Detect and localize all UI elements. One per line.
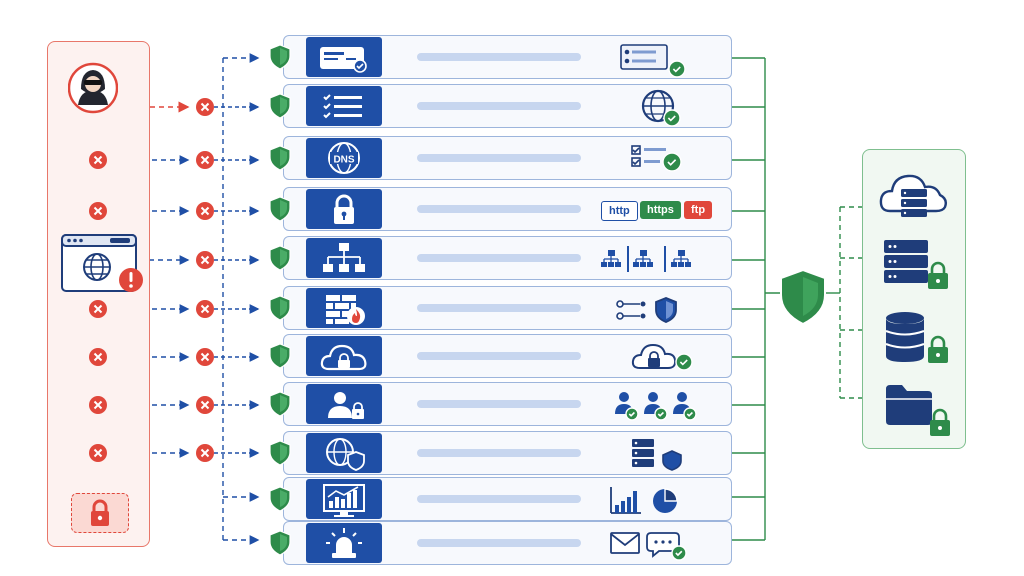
blocked-x-icon bbox=[89, 202, 107, 220]
checklist-card-icon bbox=[620, 44, 686, 78]
hacker-avatar-icon bbox=[68, 62, 118, 114]
dns-label: DNS bbox=[333, 155, 354, 166]
shield-icon bbox=[780, 268, 826, 326]
blocked-markers bbox=[89, 98, 214, 462]
row-shield-icon bbox=[269, 295, 291, 321]
padlock-icon bbox=[306, 189, 382, 229]
analytics-monitor-icon bbox=[306, 479, 382, 519]
user-lock-icon bbox=[306, 384, 382, 424]
row-shield-icon bbox=[269, 44, 291, 70]
cloud-server-icon bbox=[879, 174, 948, 217]
blocked-x-icon bbox=[89, 348, 107, 366]
blocked-x-icon bbox=[89, 151, 107, 169]
blocked-x-icon bbox=[196, 98, 214, 116]
dns-globe-icon: DNS bbox=[306, 138, 382, 178]
checklist-icon bbox=[306, 86, 382, 126]
placeholder-bar bbox=[417, 539, 581, 547]
firewall-icon bbox=[306, 288, 382, 328]
placeholder-bar bbox=[417, 495, 581, 503]
folder-lock-icon bbox=[886, 385, 950, 436]
alarm-siren-icon bbox=[306, 523, 382, 563]
row-shield-icon bbox=[269, 245, 291, 271]
row-shield-icon bbox=[269, 440, 291, 466]
placeholder-bar bbox=[417, 53, 581, 61]
placeholder-bar bbox=[417, 352, 581, 360]
blocked-x-icon bbox=[196, 396, 214, 414]
blocked-x-icon bbox=[196, 151, 214, 169]
network-segments-icon bbox=[601, 246, 691, 272]
placeholder-bar bbox=[417, 304, 581, 312]
threat-panel bbox=[47, 41, 150, 547]
globe-icon bbox=[641, 89, 681, 127]
server-rack-lock-icon bbox=[884, 240, 948, 289]
compromised-browser-icon bbox=[61, 234, 143, 292]
placeholder-bar bbox=[417, 102, 581, 110]
placeholder-bar bbox=[417, 400, 581, 408]
checkbox-list-icon bbox=[631, 145, 682, 172]
protocol-ftp-badge: ftp bbox=[684, 201, 713, 219]
verified-users-icon bbox=[615, 392, 697, 421]
row-shield-icon bbox=[269, 391, 291, 417]
blocked-x-icon bbox=[89, 396, 107, 414]
blocked-x-icon bbox=[196, 251, 214, 269]
placeholder-bar bbox=[417, 254, 581, 262]
blocked-x-icon bbox=[196, 300, 214, 318]
protocol-https-badge: https bbox=[640, 201, 681, 219]
database-lock-icon bbox=[885, 312, 948, 363]
row-shield-icon bbox=[269, 343, 291, 369]
row-shield-icon bbox=[269, 486, 291, 512]
row-shield-icon bbox=[269, 196, 291, 222]
credential-card-icon bbox=[306, 37, 382, 77]
row-shield-icon bbox=[269, 93, 291, 119]
locked-padlock-icon bbox=[91, 499, 109, 526]
protocol-http-badge: http bbox=[601, 201, 638, 221]
blocked-x-icon bbox=[89, 300, 107, 318]
row-shield-icon bbox=[269, 530, 291, 556]
placeholder-bar bbox=[417, 154, 581, 162]
mail-icon bbox=[610, 532, 687, 561]
globe-shield-icon bbox=[306, 433, 382, 473]
network-topology-icon bbox=[306, 238, 382, 278]
row-shield-icon bbox=[269, 145, 291, 171]
placeholder-bar bbox=[417, 449, 581, 457]
blocked-x-icon bbox=[196, 202, 214, 220]
cloud-lock-icon bbox=[631, 343, 693, 371]
flow-icon bbox=[616, 297, 677, 323]
blocked-x-icon bbox=[89, 444, 107, 462]
cloud-icon bbox=[306, 336, 382, 376]
blocked-x-icon bbox=[196, 444, 214, 462]
server-stack-icon bbox=[632, 439, 682, 471]
blocked-x-icon bbox=[196, 348, 214, 366]
bar-chart-icon bbox=[610, 487, 678, 514]
placeholder-bar bbox=[417, 205, 581, 213]
